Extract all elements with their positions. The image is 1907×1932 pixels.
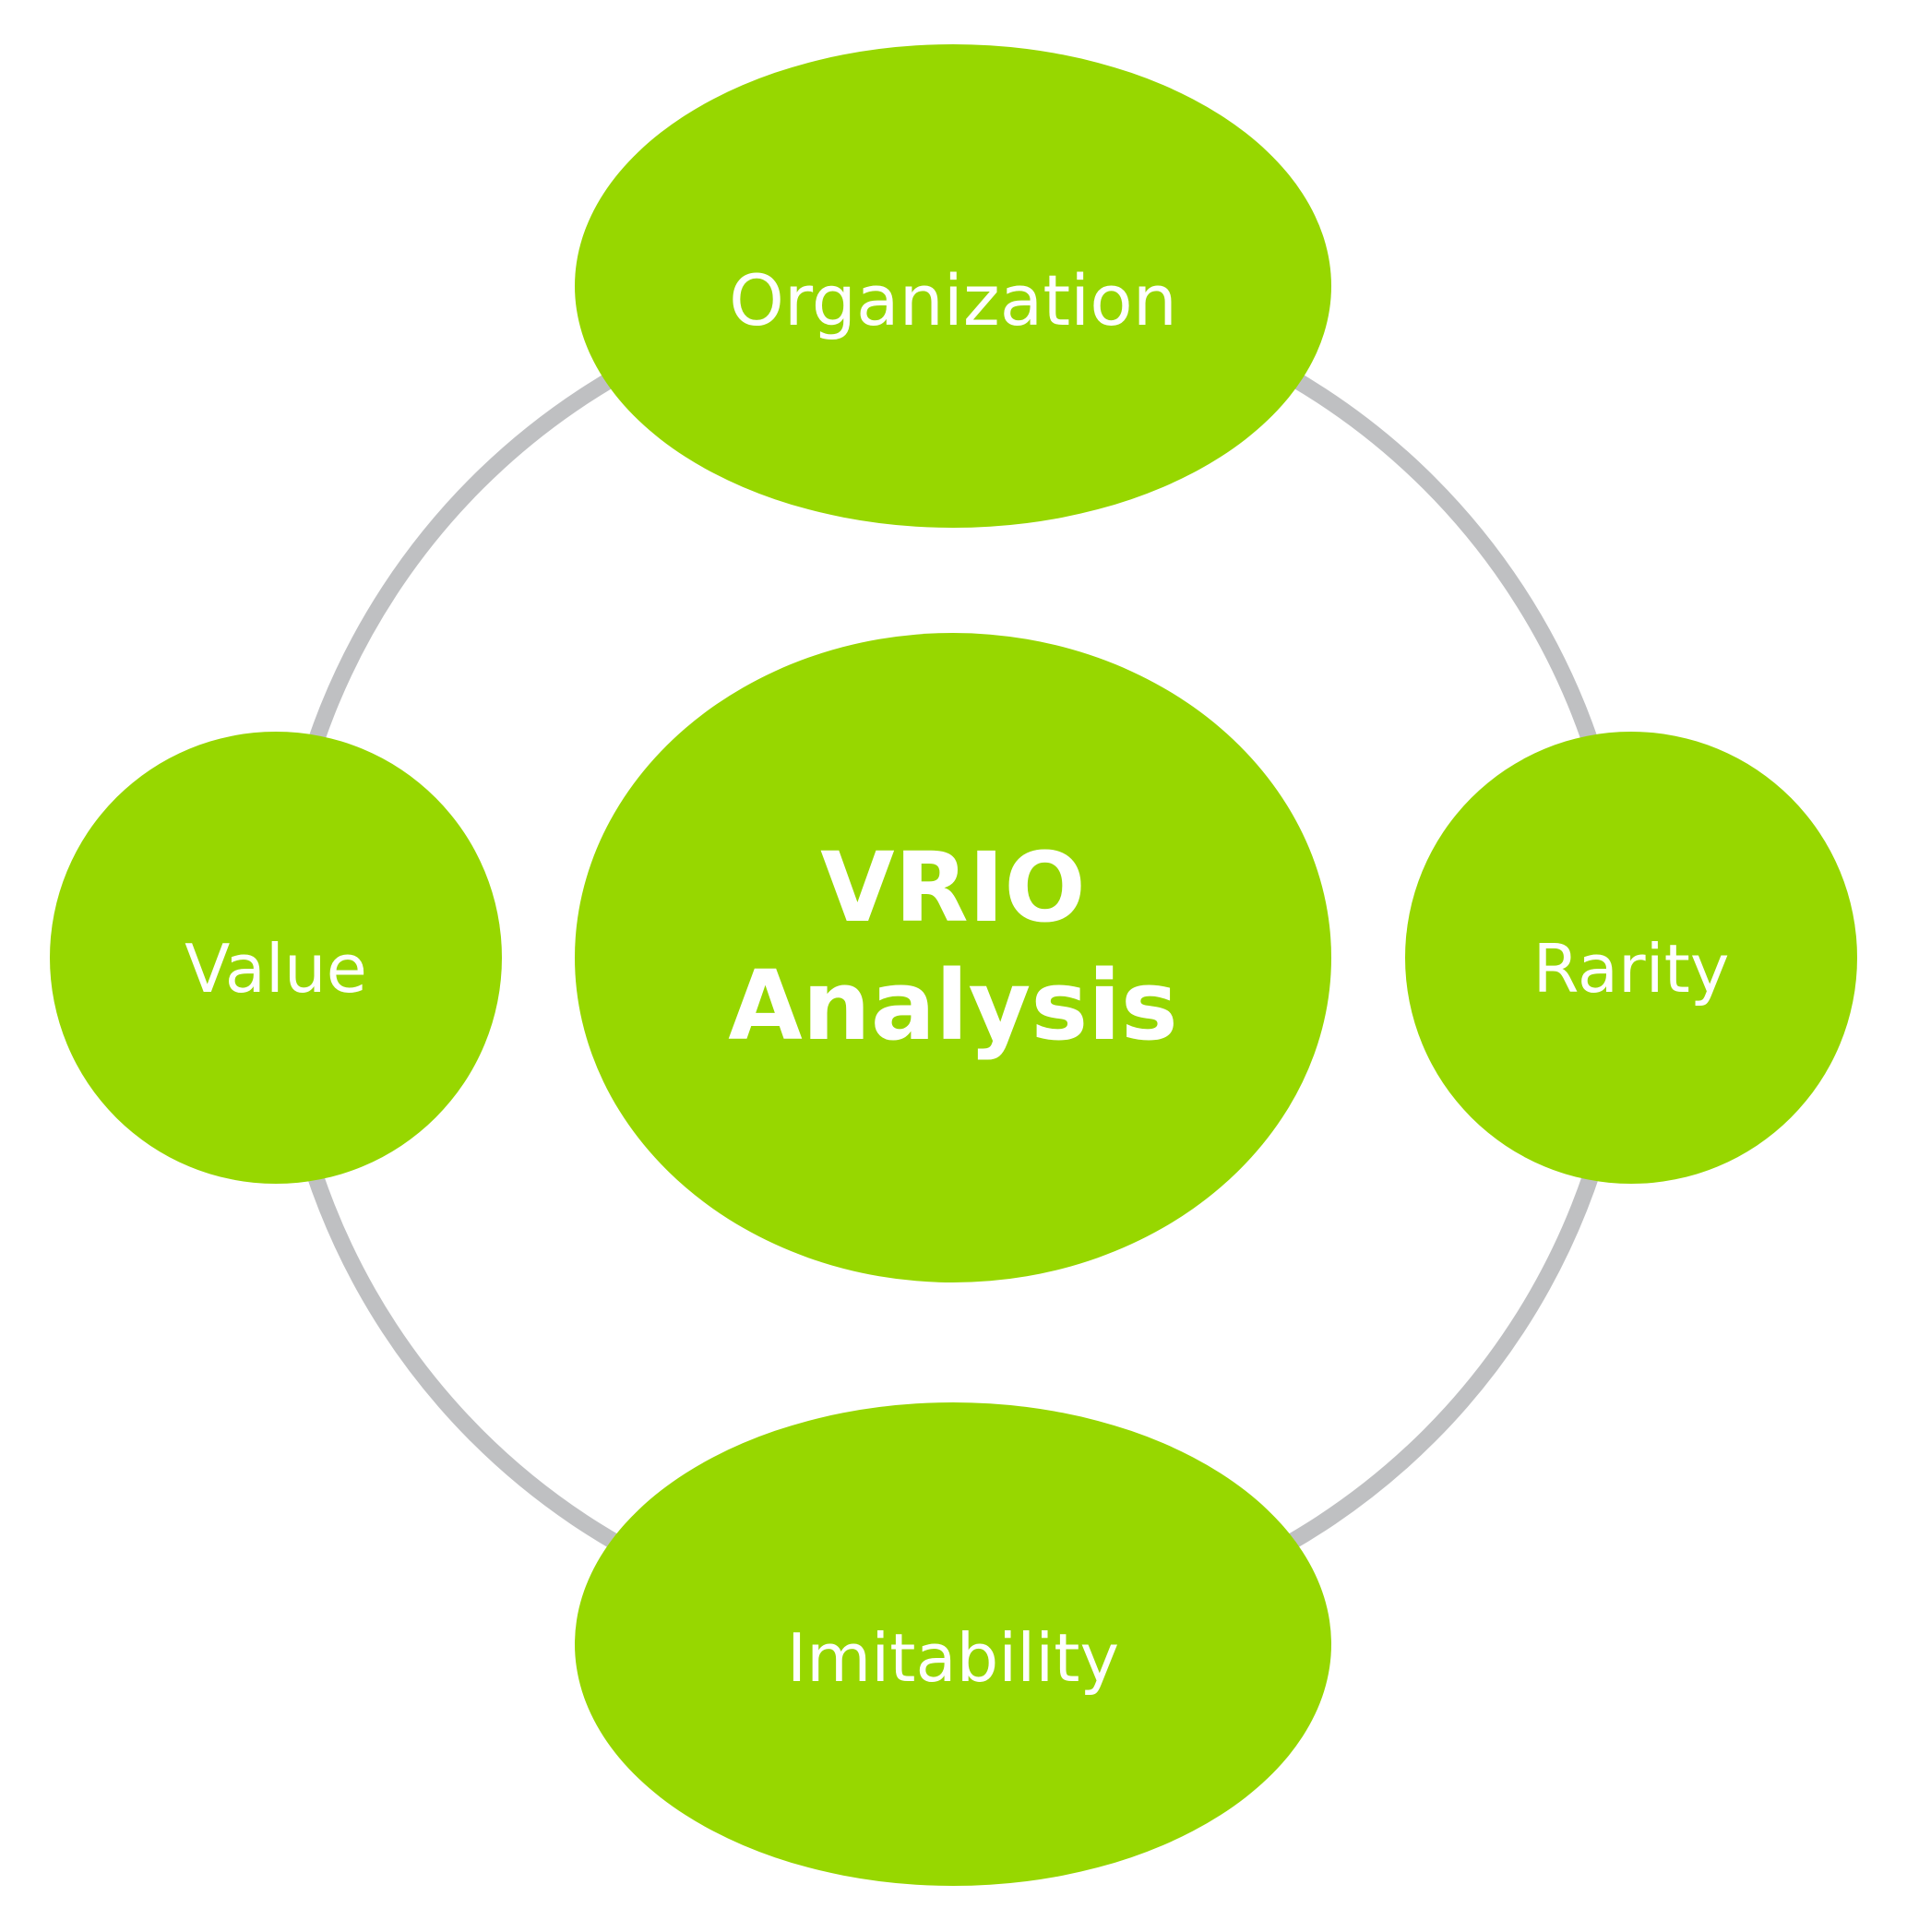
node-imitability-shape: [575, 1402, 1331, 1886]
node-value: Value: [50, 732, 502, 1184]
node-rarity-shape: [1405, 732, 1857, 1184]
node-imitability-label: Imitability: [787, 1619, 1119, 1697]
node-organization: Organization: [575, 44, 1331, 528]
center-node-shape: [575, 633, 1331, 1282]
node-imitability: Imitability: [575, 1402, 1331, 1886]
center-title-line1: VRIO: [820, 831, 1086, 944]
node-organization-shape: [575, 44, 1331, 528]
node-rarity-label: Rarity: [1532, 930, 1729, 1008]
node-value-label: Value: [185, 930, 367, 1008]
node-value-shape: [50, 732, 502, 1184]
node-rarity: Rarity: [1405, 732, 1857, 1184]
center-title-line2: Analysis: [728, 949, 1178, 1062]
center-node: VRIO Analysis: [575, 633, 1331, 1282]
node-organization-label: Organization: [729, 259, 1177, 341]
